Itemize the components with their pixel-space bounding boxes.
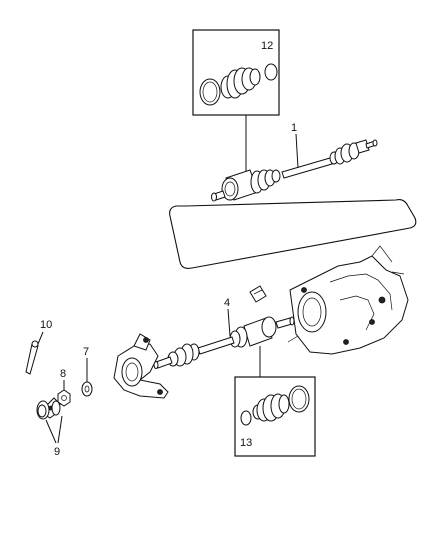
boot-clamp-small [264, 63, 278, 81]
callout-8: 8 [60, 368, 66, 380]
boot-kit-upper: 12 [192, 29, 280, 172]
steering-knuckle [113, 333, 169, 399]
callout-4: 4 [224, 297, 230, 309]
assembly-outline [169, 199, 417, 269]
transaxle-housing [287, 245, 409, 355]
drive-shaft-assembly-1: 1 [211, 122, 378, 202]
nut-retainer-9: 9 [36, 397, 63, 458]
cv-boot [220, 67, 261, 99]
nut-8: 8 [57, 368, 71, 407]
cv-boot-lower [252, 393, 290, 422]
washer-7: 7 [81, 346, 93, 397]
drive-shaft-assembly-4: 4 [153, 297, 295, 377]
callout-9: 9 [54, 446, 60, 458]
callout-12: 12 [261, 40, 273, 52]
callout-10: 10 [40, 319, 52, 331]
callout-13: 13 [240, 437, 252, 449]
callout-1: 1 [291, 122, 297, 134]
callout-7: 7 [83, 346, 89, 358]
retaining-clip [249, 285, 267, 303]
boot-kit-lower: 13 [234, 376, 316, 457]
leader-4 [227, 308, 231, 337]
cotter-pin-10: 10 [25, 319, 52, 375]
leader-1 [295, 133, 299, 169]
